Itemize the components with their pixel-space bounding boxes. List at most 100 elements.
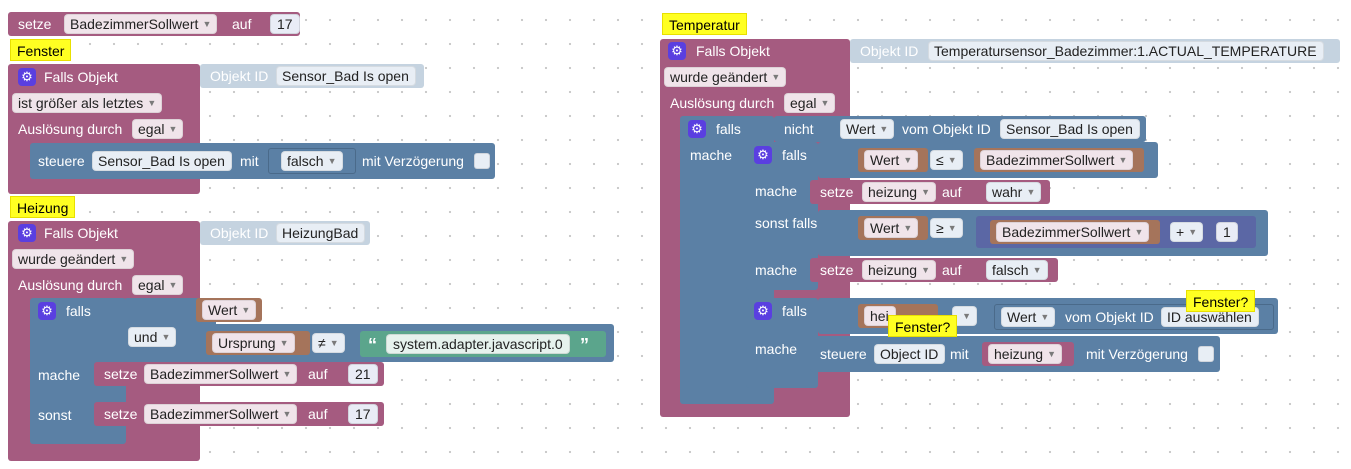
not-block[interactable]: nicht Wert▼ vom Objekt ID Sensor_Bad Is … (774, 116, 1146, 142)
chevron-down-icon: ▼ (161, 332, 171, 342)
operator-dropdown[interactable]: +▼ (1170, 222, 1204, 242)
gear-icon[interactable]: ⚙ (18, 224, 36, 242)
delay-checkbox[interactable] (474, 153, 490, 169)
gear-icon[interactable]: ⚙ (18, 68, 36, 86)
string-block[interactable]: “ system.adapter.javascript.0 ” (360, 331, 606, 357)
ausloesung-label: Auslösung durch (18, 277, 123, 293)
string-field[interactable]: system.adapter.javascript.0 (386, 334, 570, 354)
chevron-down-icon: ▼ (1032, 265, 1042, 275)
objekt-id-block[interactable]: Objekt ID Temperatursensor_Badezimmer:1.… (850, 39, 1340, 63)
mache-label: mache (755, 183, 798, 199)
comment-fenster[interactable]: Fenster (10, 39, 72, 61)
number-field[interactable]: 21 (348, 364, 378, 384)
object-id-field[interactable]: Temperatursensor_Badezimmer:1.ACTUAL_TEM… (928, 41, 1324, 61)
falls-label: falls (66, 303, 91, 319)
mit-verzoegerung-label: mit Verzögerung (362, 153, 464, 169)
variable-dropdown[interactable]: BadezimmerSollwert▼ (996, 222, 1150, 242)
id-select-field[interactable]: ID auswählen (1161, 307, 1259, 327)
boolean-dropdown[interactable]: wahr▼ (986, 182, 1042, 202)
elseif-row (746, 204, 818, 256)
set-variable-block[interactable]: setze BadezimmerSollwert▼ auf 17 (94, 402, 384, 426)
heizung-block[interactable]: heizung▼ (982, 342, 1074, 366)
wert-block[interactable]: Wert▼ (858, 148, 928, 172)
operator-dropdown[interactable]: ≥▼ (930, 218, 963, 238)
objekt-id-label: Objekt ID (860, 43, 919, 59)
variable-dropdown[interactable]: BadezimmerSollwert▼ (64, 14, 218, 34)
gear-icon[interactable]: ⚙ (38, 302, 56, 320)
gear-icon[interactable]: ⚙ (754, 302, 772, 320)
falls-label: falls (782, 147, 807, 163)
comment-fenster-question[interactable]: Fenster? (1186, 290, 1256, 312)
object-id-field[interactable]: Sensor_Bad Is open (92, 151, 232, 171)
delay-checkbox[interactable] (1198, 346, 1214, 362)
object-id-field[interactable]: HeizungBad (276, 223, 366, 243)
wert-dropdown[interactable]: Wert▼ (202, 300, 257, 320)
variable-dropdown[interactable]: BadezimmerSollwert▼ (144, 364, 298, 384)
math-block[interactable]: BadezimmerSollwert▼ +▼ 1 (976, 216, 1256, 248)
chevron-down-icon: ▼ (1040, 312, 1050, 322)
ausloesung-label: Auslösung durch (18, 121, 123, 137)
boolean-dropdown[interactable]: falsch▼ (281, 151, 343, 171)
objekt-id-block[interactable]: Objekt ID Sensor_Bad Is open (200, 64, 424, 88)
number-field[interactable]: 17 (270, 14, 300, 34)
set-variable-block[interactable]: setze heizung▼ auf wahr▼ (810, 180, 1050, 204)
object-id-field[interactable]: Sensor_Bad Is open (1000, 119, 1140, 139)
boolean-block[interactable]: falsch▼ (268, 148, 356, 174)
operator-dropdown[interactable]: ≠▼ (312, 333, 345, 353)
objekt-id-block[interactable]: Objekt ID HeizungBad (200, 221, 370, 245)
wert-dropdown[interactable]: Wert▼ (864, 218, 919, 238)
wert-block[interactable]: Wert▼ (858, 216, 928, 240)
variable-block[interactable]: BadezimmerSollwert▼ (974, 148, 1144, 172)
get-value-block[interactable]: Wert▼ vom Objekt ID ID auswählen (994, 304, 1274, 330)
ausloesung-label: Auslösung durch (670, 95, 775, 111)
gear-icon[interactable]: ⚙ (668, 42, 686, 60)
ursprung-dropdown[interactable]: Ursprung▼ (212, 333, 295, 353)
comment-fenster-question[interactable]: Fenster? (888, 315, 958, 337)
wert-dropdown[interactable]: Wert▼ (840, 119, 895, 139)
set-variable-block[interactable]: setze heizung▼ auf falsch▼ (810, 258, 1058, 282)
gear-icon[interactable]: ⚙ (754, 146, 772, 164)
falls-objekt-label: Falls Objekt (44, 225, 118, 241)
variable-dropdown[interactable]: heizung▼ (862, 260, 937, 280)
variable-block[interactable]: BadezimmerSollwert▼ (990, 220, 1160, 244)
control-block[interactable]: steuere Object ID mit heizung▼ mit Verzö… (810, 336, 1220, 372)
comment-temperatur[interactable]: Temperatur (662, 13, 747, 35)
ausloesung-dropdown[interactable]: egal▼ (784, 93, 836, 113)
wert-dropdown[interactable]: Wert▼ (1001, 307, 1056, 327)
falls-objekt-label: Falls Objekt (44, 69, 118, 85)
compare-block[interactable]: Wert▼ ≥▼ BadezimmerSollwert▼ +▼ 1 (818, 210, 1268, 256)
condition-dropdown[interactable]: wurde geändert▼ (12, 249, 135, 269)
chevron-down-icon: ▼ (282, 409, 292, 419)
object-id-field[interactable]: Object ID (874, 344, 946, 364)
control-block[interactable]: steuere Sensor_Bad Is open mit falsch▼ m… (30, 143, 495, 179)
object-id-field[interactable]: Sensor_Bad Is open (276, 66, 416, 86)
condition-dropdown[interactable]: ist größer als letztes▼ (12, 93, 163, 113)
wert-block[interactable]: Wert▼ (196, 298, 262, 322)
set-variable-block-top[interactable]: setze BadezimmerSollwert▼ auf 17 (8, 12, 300, 36)
set-variable-block[interactable]: setze BadezimmerSollwert▼ auf 21 (94, 362, 384, 386)
chevron-down-icon: ▼ (329, 338, 339, 348)
operator-dropdown[interactable]: ≤▼ (930, 150, 963, 170)
wert-dropdown[interactable]: Wert▼ (864, 150, 919, 170)
falls-label: falls (782, 303, 807, 319)
chevron-down-icon: ▼ (327, 156, 337, 166)
mache-label: mache (755, 262, 798, 278)
number-field[interactable]: 1 (1216, 222, 1238, 242)
boolean-dropdown[interactable]: falsch▼ (986, 260, 1048, 280)
ursprung-block[interactable]: Ursprung▼ (206, 331, 310, 355)
chevron-down-icon: ▼ (279, 338, 289, 348)
compare-block[interactable]: Wert▼ ≤▼ BadezimmerSollwert▼ (818, 142, 1158, 178)
chevron-down-icon: ▼ (1134, 227, 1144, 237)
ausloesung-dropdown[interactable]: egal▼ (132, 119, 184, 139)
gear-icon[interactable]: ⚙ (688, 120, 706, 138)
variable-dropdown[interactable]: BadezimmerSollwert▼ (144, 404, 298, 424)
condition-dropdown[interactable]: wurde geändert▼ (664, 67, 787, 87)
variable-dropdown[interactable]: hei (864, 306, 896, 326)
comment-heizung[interactable]: Heizung (10, 196, 76, 218)
number-field[interactable]: 17 (348, 404, 378, 424)
variable-dropdown[interactable]: BadezimmerSollwert▼ (980, 150, 1134, 170)
and-dropdown[interactable]: und▼ (128, 327, 177, 347)
variable-dropdown[interactable]: heizung▼ (988, 344, 1063, 364)
variable-dropdown[interactable]: heizung▼ (862, 182, 937, 202)
ausloesung-dropdown[interactable]: egal▼ (132, 275, 184, 295)
